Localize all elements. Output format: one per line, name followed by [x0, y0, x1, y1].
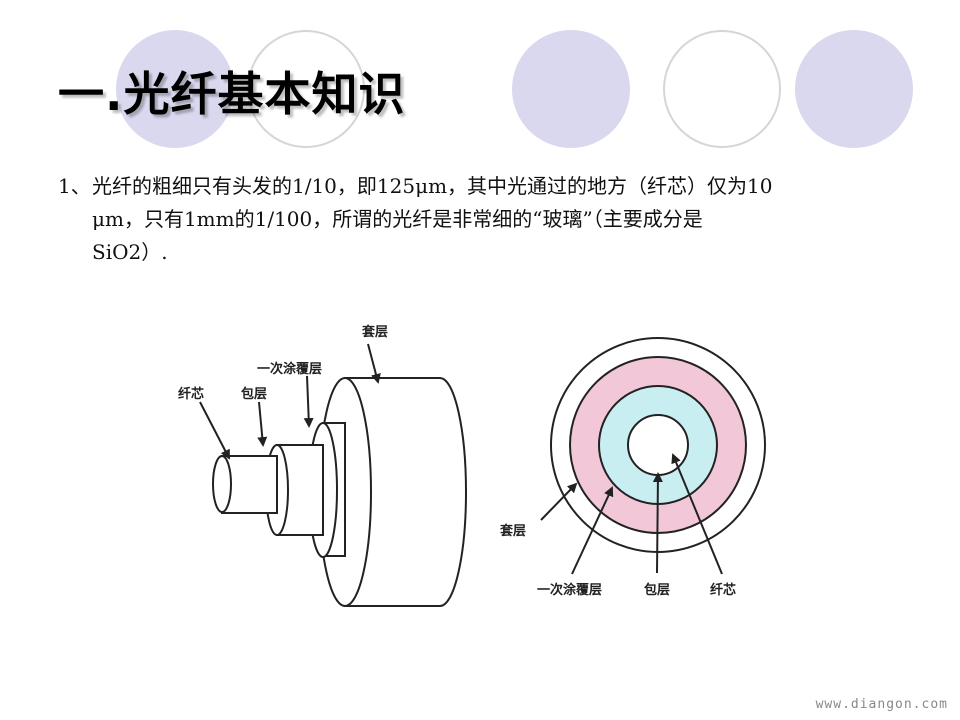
cross-label-core: 纤芯 [710, 582, 736, 598]
side-label-core: 纤芯 [178, 386, 204, 402]
slide-title: 一.光纤基本知识 [58, 67, 406, 121]
fiber-cross-section [550, 337, 766, 553]
cross-section-arrows [540, 453, 723, 575]
watermark-text: www.diangon.com [815, 697, 948, 712]
side-label-jacket: 套层 [361, 324, 388, 340]
paragraph-line-3: SiO2）. [92, 240, 168, 264]
paragraph-line-1: 1、光纤的粗细只有头发的1/10，即125μm，其中光通过的地方（纤芯）仅为10 [58, 170, 908, 203]
decor-circle-4 [663, 30, 781, 148]
core-cylinder [212, 455, 278, 514]
core-circle [627, 414, 689, 476]
side-label-cladding: 包层 [241, 386, 267, 402]
paragraph-number: 1、 [58, 174, 91, 198]
decor-circle-2 [247, 30, 365, 148]
side-view-arrows [199, 343, 381, 460]
decor-circle-1 [116, 30, 234, 148]
decor-circle-5 [795, 30, 913, 148]
intro-paragraph: 1、光纤的粗细只有头发的1/10，即125μm，其中光通过的地方（纤芯）仅为10… [58, 170, 908, 269]
decor-circle-3 [512, 30, 630, 148]
cross-label-coating: 一次涂覆层 [537, 582, 602, 598]
paragraph-line-2: μm，只有1mm的1/100，所谓的光纤是非常细的“玻璃”（主要成分是 [92, 207, 703, 231]
fiber-side-view [212, 377, 467, 607]
cross-label-cladding: 包层 [644, 582, 670, 598]
side-label-coating: 一次涂覆层 [257, 361, 322, 377]
cross-label-jacket: 套层 [499, 523, 526, 539]
